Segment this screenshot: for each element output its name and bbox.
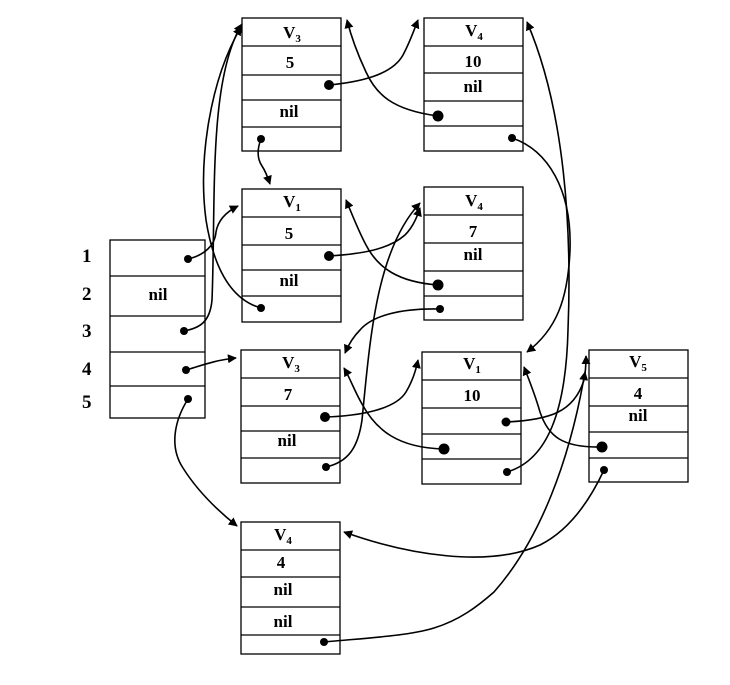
node-n3-header: V1	[283, 192, 301, 214]
arrow-n3-to-n4	[328, 207, 422, 257]
node-n2-value: 10	[465, 52, 482, 71]
arrow-n4-to-n3	[345, 199, 439, 286]
node-n1-field-nil: nil	[280, 102, 299, 121]
pointer-dot	[438, 443, 450, 455]
index-cell-2-nil: nil	[149, 285, 168, 304]
pointer-dot	[508, 134, 516, 142]
arrow-index1-to-n3	[187, 205, 239, 260]
pointer-dots	[180, 80, 608, 646]
arrow-n2-to-n1	[344, 19, 439, 117]
pointer-dot	[324, 80, 334, 90]
arrow-n3-to-n1	[202, 26, 262, 309]
pointer-dot	[600, 466, 608, 474]
node-n8-value: 4	[277, 553, 286, 572]
pointer-dot	[432, 279, 444, 291]
index-label-3: 3	[82, 321, 92, 342]
pointer-dot	[436, 305, 444, 313]
node-n3-value: 5	[285, 224, 294, 243]
node-n8-field-nil-2: nil	[274, 612, 293, 631]
pointer-dot	[184, 395, 192, 403]
pointer-dot	[180, 327, 188, 335]
node-n5-value: 7	[284, 385, 293, 404]
arrow-index4-to-n5	[185, 354, 237, 371]
node-n6-box	[421, 351, 522, 485]
pointer-dot	[596, 441, 608, 453]
index-label-4: 4	[82, 359, 92, 380]
node-n3-box	[241, 188, 342, 323]
pointer-dot	[322, 463, 330, 471]
arrow-n5-to-n6	[324, 359, 421, 418]
arrow-n6-to-n5	[343, 367, 445, 450]
pointer-dot	[182, 366, 190, 374]
node-n6-value: 10	[464, 386, 481, 405]
arrow-n2-to-n6	[511, 137, 571, 353]
node-n1-value: 5	[286, 53, 295, 72]
arrow-n7-to-n6	[522, 366, 603, 448]
arrow-n6-to-n7	[505, 355, 591, 423]
node-n4-field-nil: nil	[464, 245, 483, 264]
node-n2-box	[423, 17, 524, 152]
arrow-n8-to-n7	[323, 371, 589, 643]
pointer-dot	[257, 304, 265, 312]
index-table-box	[109, 239, 206, 419]
node-n8-box	[240, 521, 341, 655]
arrow-n7-to-n8	[343, 469, 605, 558]
pointer-dot	[320, 412, 330, 422]
index-label-1: 1	[82, 246, 92, 267]
node-n7-header: V5	[629, 352, 647, 374]
node-n7-field-nil: nil	[629, 406, 648, 425]
node-n5-field-nil: nil	[278, 431, 297, 450]
node-n3-field-nil: nil	[280, 271, 299, 290]
pointer-dot	[501, 417, 511, 427]
index-label-5: 5	[82, 392, 92, 413]
arrow-n4-to-n5	[344, 308, 441, 354]
pointer-dot	[324, 251, 334, 261]
node-n7-box	[588, 349, 689, 483]
pointer-dot	[257, 135, 265, 143]
node-n2-field-nil: nil	[464, 77, 483, 96]
node-n8-field-nil-1: nil	[274, 580, 293, 599]
node-n4-box	[423, 186, 524, 321]
index-table: 1 2 3 4 5 nil	[82, 239, 206, 419]
node-n4-value: 7	[469, 222, 478, 241]
node-n8-header: V4	[274, 525, 292, 547]
arrow-n1-to-n2	[328, 19, 420, 86]
node-n1-header: V3	[283, 23, 301, 45]
arrow-index3-to-n1	[183, 23, 243, 332]
pointer-dot	[432, 110, 444, 122]
pointer-arrows	[174, 19, 605, 643]
node-n6-header: V1	[463, 354, 481, 376]
index-label-2: 2	[82, 284, 92, 305]
node-n2-header: V4	[465, 21, 483, 43]
node-n7-value: 4	[634, 384, 643, 403]
arrow-index5-to-n8	[174, 398, 238, 527]
node-n4-header: V4	[465, 191, 483, 213]
node-n1-box	[241, 17, 342, 152]
node-n5-header: V3	[282, 353, 300, 375]
pointer-dot	[320, 638, 328, 646]
arrow-n6-to-n2	[506, 21, 570, 473]
pointer-dot	[503, 468, 511, 476]
arrow-n5-to-n4	[325, 202, 421, 468]
arrow-n1-to-n3	[257, 138, 272, 185]
pointer-dot	[184, 255, 192, 263]
